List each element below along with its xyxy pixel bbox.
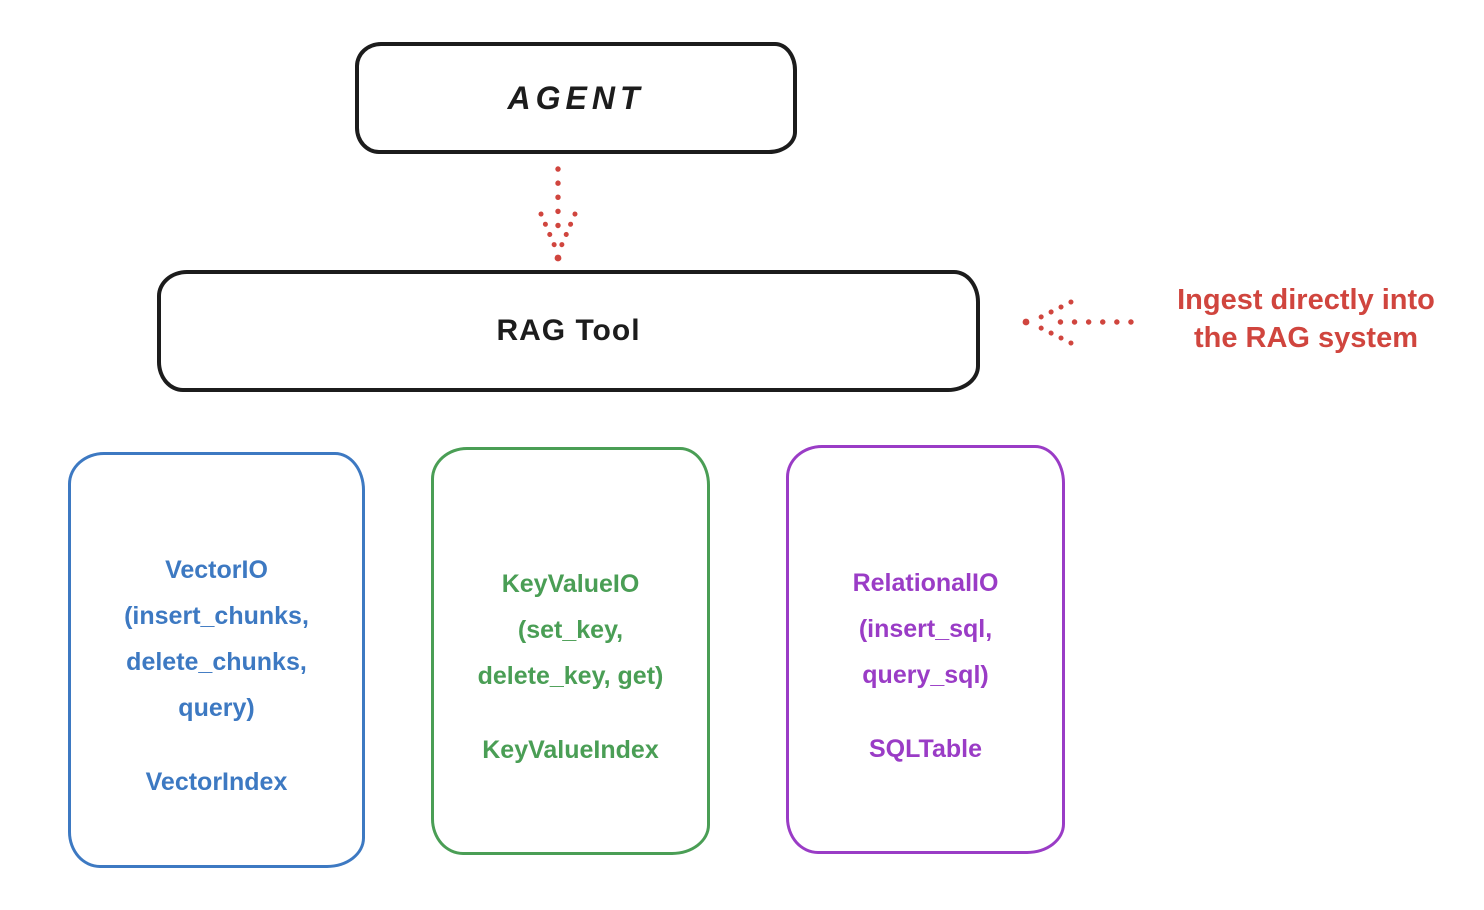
backend-line: (insert_chunks, <box>124 602 309 630</box>
backend-line: VectorIO <box>165 556 268 584</box>
ingest-annotation: Ingest directly into the RAG system <box>1136 281 1476 357</box>
agent-to-rag-tool-arrow <box>538 166 578 262</box>
backend-line: (insert_sql, <box>858 614 993 643</box>
backend-line: query_sql) <box>862 660 989 689</box>
backend-line: delete_key, get) <box>477 662 664 690</box>
backend-relational-io: RelationalIO (insert_sql, query_sql) SQL… <box>786 445 1065 854</box>
backend-line: KeyValueIO <box>501 570 640 598</box>
rag-tool-node: RAG Tool <box>157 270 980 392</box>
ingest-into-rag-tool-arrow <box>1022 299 1134 346</box>
backend-line: query) <box>178 694 255 722</box>
ingest-annotation-line2: the RAG system <box>1193 322 1418 354</box>
rag-tool-label: RAG Tool <box>496 314 641 347</box>
agent-node: AGENT <box>355 42 797 154</box>
agent-label: AGENT <box>507 79 645 116</box>
backend-index-label: KeyValueIndex <box>482 736 659 764</box>
ingest-annotation-line1: Ingest directly into <box>1177 284 1435 316</box>
backend-index-label: VectorIndex <box>145 768 288 796</box>
backend-line: RelationalIO <box>852 568 999 597</box>
backend-index-label: SQLTable <box>869 734 982 763</box>
backend-line: (set_key, <box>517 616 624 644</box>
backend-vector-io: VectorIO (insert_chunks, delete_chunks, … <box>68 452 365 868</box>
backend-keyvalue-io: KeyValueIO (set_key, delete_key, get) Ke… <box>431 447 710 855</box>
backend-line: delete_chunks, <box>126 648 307 676</box>
